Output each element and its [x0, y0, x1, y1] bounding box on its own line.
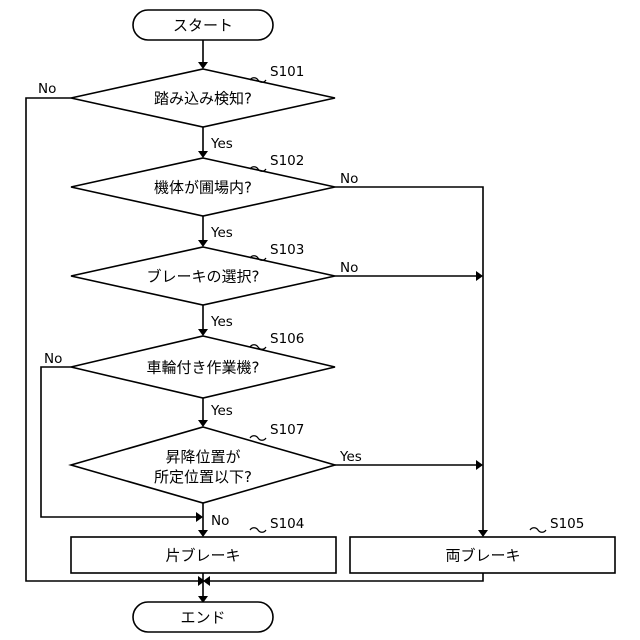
arrowhead	[198, 420, 208, 427]
s103-yes-label: Yes	[210, 314, 233, 330]
step-code-s107: S107	[270, 422, 304, 438]
s102-yes-label: Yes	[210, 225, 233, 241]
process-s105-label: 両ブレーキ	[445, 547, 520, 565]
s106-no-label: No	[44, 351, 62, 367]
step-code-s104: S104	[270, 516, 304, 532]
s107-yes-label: Yes	[339, 449, 362, 465]
s102-no-label: No	[340, 171, 358, 187]
arrowhead	[198, 62, 208, 69]
arrowhead	[198, 530, 208, 537]
step-code-s105: S105	[550, 516, 584, 532]
step-leader	[530, 528, 546, 533]
decision-s102-label: 機体が圃場内?	[154, 179, 252, 197]
step-leader	[250, 528, 266, 533]
arrowhead	[196, 512, 203, 522]
connector-s102-no	[335, 187, 483, 532]
step-code-s106: S106	[270, 331, 304, 347]
step-code-s101: S101	[270, 64, 304, 80]
arrowhead	[198, 240, 208, 247]
arrowhead	[203, 576, 210, 586]
end-label: エンド	[180, 609, 225, 627]
decision-s107-label-line1: 昇降位置が	[165, 448, 240, 466]
s103-no-label: No	[340, 260, 358, 276]
decision-s101-label: 踏み込み検知?	[154, 90, 252, 108]
step-code-s102: S102	[270, 153, 304, 169]
decision-s103-label: ブレーキの選択?	[147, 268, 260, 286]
s106-yes-label: Yes	[210, 403, 233, 419]
arrowhead	[476, 271, 483, 281]
start-label: スタート	[173, 17, 233, 35]
step-leader	[250, 436, 266, 441]
process-s104-label: 片ブレーキ	[165, 547, 240, 565]
s107-no-label: No	[211, 513, 229, 529]
s101-yes-label: Yes	[210, 136, 233, 152]
arrowhead	[478, 530, 488, 537]
decision-s106-label: 車輪付き作業機?	[147, 359, 260, 377]
arrowhead	[198, 329, 208, 336]
arrowhead	[476, 460, 483, 470]
arrowhead	[198, 151, 208, 158]
decision-s107-label-line2: 所定位置以下?	[154, 468, 252, 486]
s101-no-label: No	[38, 81, 56, 97]
connector-s105-end	[210, 573, 483, 581]
step-code-s103: S103	[270, 242, 304, 258]
